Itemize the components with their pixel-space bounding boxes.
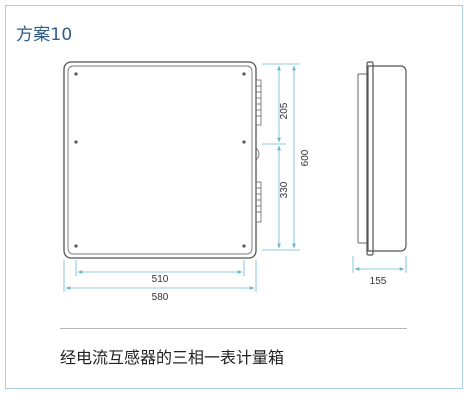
horizontal-dimensions (63, 260, 257, 292)
terminal-strip-bottom (255, 181, 262, 223)
figure-frame (5, 5, 463, 389)
dim-label-205: 205 (279, 102, 290, 119)
terminal-strip-top (255, 79, 262, 126)
figure-caption: 经电流互感器的三相一表计量箱 (60, 348, 285, 367)
dim-label-510: 510 (152, 274, 169, 285)
dim-label-155: 155 (370, 276, 387, 287)
caption-divider (60, 328, 407, 329)
hinge (255, 147, 260, 161)
screw-marks (74, 72, 246, 248)
vertical-dimensions (262, 63, 300, 251)
dim-label-580: 580 (152, 292, 169, 303)
depth-dimension (352, 256, 407, 273)
box-outline (63, 61, 257, 259)
front-view (63, 61, 262, 259)
side-view (357, 61, 407, 256)
dim-label-600: 600 (300, 149, 311, 166)
door-panel (67, 65, 253, 255)
scheme-title: 方案10 (16, 25, 73, 45)
dim-label-330: 330 (279, 181, 290, 198)
